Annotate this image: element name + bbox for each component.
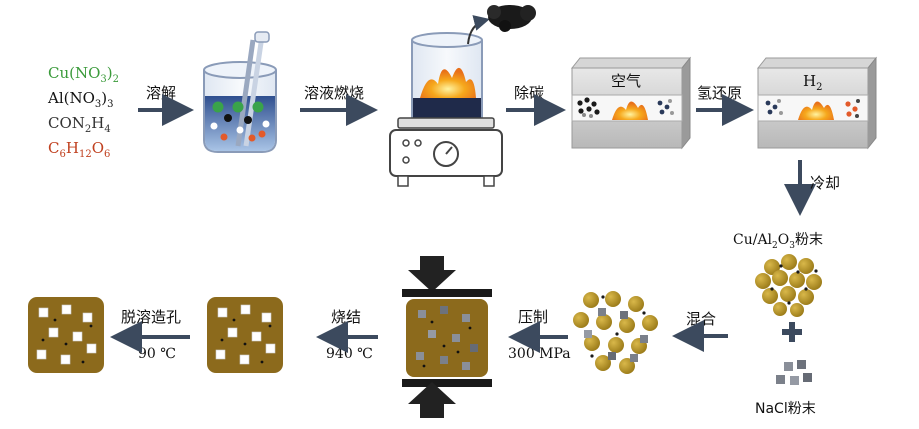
- nacl-powder-icon: [776, 360, 812, 385]
- label-press: 压制: [518, 308, 548, 326]
- press-die: [402, 256, 492, 418]
- label-cu-al2o3-powder: Cu/Al2O3粉末: [733, 232, 823, 251]
- plus-icon: [782, 322, 802, 342]
- reagent-cu-nitrate: Cu(NO3)2: [48, 64, 119, 85]
- label-sinter: 烧结: [331, 308, 361, 326]
- label-mix: 混合: [686, 310, 716, 328]
- sintered-sample: [207, 297, 283, 373]
- label-dissolve: 溶解: [146, 84, 176, 102]
- label-press-pressure: 300 MPa: [508, 346, 571, 362]
- reagent-urea: CON2H4: [48, 114, 111, 135]
- furnace-h2: H2: [756, 56, 878, 150]
- press-arrow-up-icon: [408, 382, 456, 418]
- carbon-smoke-icon: [487, 5, 536, 32]
- label-cool: 冷却: [810, 174, 840, 192]
- label-combustion: 溶液燃烧: [304, 84, 364, 102]
- reagent-al-nitrate: Al(NO3)3: [47, 89, 114, 110]
- furnace-h2-flame-icon: [798, 101, 834, 120]
- furnace-air-label: 空气: [611, 72, 641, 90]
- furnace-air: 空气: [570, 56, 692, 150]
- beaker-solution: [203, 31, 277, 153]
- cu-al2o3-powder-icon: [755, 254, 822, 317]
- label-h2-reduction: 氢还原: [697, 84, 742, 102]
- press-arrow-down-icon: [408, 256, 456, 292]
- combustion-setup: [389, 5, 536, 187]
- label-dissolve-pore-temp: 90 ℃: [138, 346, 176, 362]
- mixed-powder-icon: [573, 291, 658, 374]
- reagent-list: Cu(NO3)2 Al(NO3)3 CON2H4 C6H12O6: [47, 64, 119, 160]
- label-decarbon: 除碳: [514, 84, 544, 102]
- reagent-glucose: C6H12O6: [48, 139, 110, 160]
- porous-final-sample: [28, 297, 104, 373]
- label-sinter-temp: 940 ℃: [326, 346, 373, 362]
- flame-icon: [420, 67, 476, 98]
- label-nacl-powder: NaCl粉末: [755, 401, 816, 417]
- furnace-flame-icon: [612, 101, 648, 120]
- furnace-h2-label: H2: [803, 72, 822, 93]
- label-dissolve-pore: 脱溶造孔: [121, 308, 181, 326]
